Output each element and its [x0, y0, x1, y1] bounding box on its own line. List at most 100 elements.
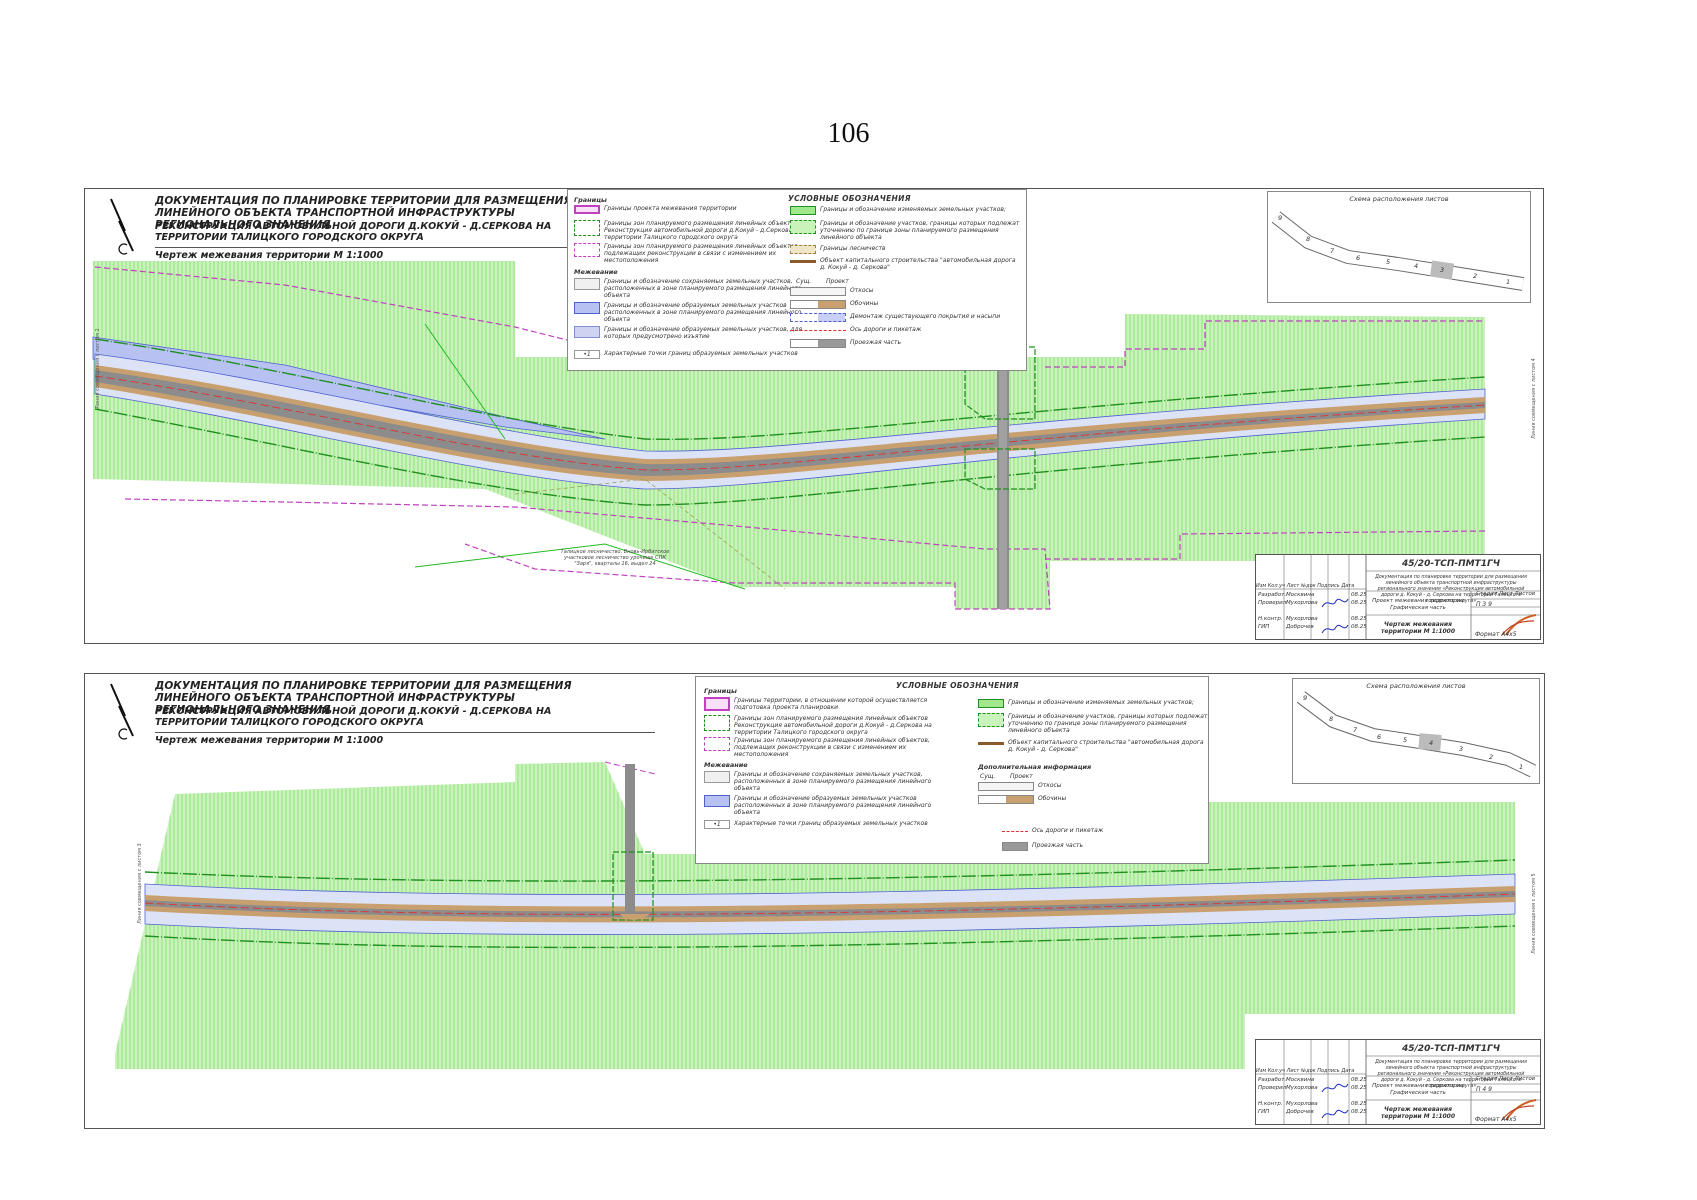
- north-arrow-icon: [110, 683, 134, 740]
- keymap-num: 3: [1459, 745, 1464, 753]
- legend-item: Границы и обозначение образуемых земельн…: [574, 302, 804, 323]
- legend-item: Ось дороги и пикетаж: [790, 326, 1050, 335]
- keymap-num: 4: [1429, 739, 1434, 747]
- keymap-num: 3: [1440, 266, 1445, 274]
- legend-panel: УСЛОВНЫЕ ОБОЗНАЧЕНИЯ Границы Границы про…: [567, 189, 1027, 371]
- legend-swatch: [574, 205, 600, 214]
- legend-label: Объект капитального строительства "автом…: [820, 257, 1016, 271]
- stage-values: П 4 9: [1476, 1086, 1492, 1093]
- legend-swatch: [790, 220, 816, 234]
- date: 08.25: [1351, 1085, 1367, 1091]
- role: [1258, 607, 1286, 615]
- keymap-num: 2: [1489, 753, 1494, 761]
- date: 08.25: [1351, 1109, 1367, 1115]
- legend-swatch: [978, 699, 1004, 708]
- title-block-names: Москвина Мухорлова Мухорлова Доброчев: [1286, 591, 1318, 631]
- keymap-strip: [1296, 691, 1537, 778]
- legend-group-borders: Границы: [574, 196, 607, 204]
- date: 08.25: [1351, 616, 1367, 622]
- signature-icon: [1321, 1083, 1349, 1093]
- legend-label: Границы и обозначение участков, границы …: [820, 220, 1020, 241]
- legend-label: Границы зон планируемого размещения лине…: [604, 243, 800, 264]
- legend-label: Обочины: [1038, 795, 1067, 802]
- legend-swatch: [978, 713, 1004, 727]
- legend-label: Границы и обозначение образуемых земельн…: [604, 302, 802, 323]
- document-title: ДОКУМЕНТАЦИЯ ПО ПЛАНИРОВКЕ ТЕРРИТОРИИ ДЛ…: [155, 680, 572, 716]
- legend-swatch: [704, 697, 730, 711]
- page-number: 106: [827, 118, 870, 149]
- forest-label: Талицкое лесничество, Вновь-Ирбитское уч…: [560, 549, 670, 567]
- title-block-dates: 08.25 08.25 08.25 08.25: [1351, 591, 1367, 631]
- road-zone: [94, 353, 1486, 490]
- name: Мухорлова: [1286, 1085, 1318, 1091]
- legend-label: Границы и обозначение изменяемых земельн…: [820, 206, 1006, 213]
- name: Мухорлова: [1286, 616, 1318, 622]
- name: [1286, 607, 1318, 615]
- sheet-section: Проект межевания территории Графическая …: [1372, 1083, 1464, 1096]
- territory-zone: [93, 261, 1485, 609]
- name: Доброчев: [1286, 1109, 1314, 1115]
- legend-swatch: [704, 795, 730, 807]
- legend-table-head-project: Проект: [826, 278, 849, 285]
- signature-icon: [1321, 1109, 1349, 1119]
- title-block: Изм Кол.уч Лист №док Подпись Дата 45/20-…: [1255, 554, 1541, 640]
- legend-label: Границы зон планируемого размещения лине…: [734, 715, 932, 736]
- legend-label: Границы и обозначение образуемых земельн…: [734, 795, 932, 816]
- title-block: Изм Кол.уч Лист №док Подпись Дата 45/20-…: [1255, 1039, 1541, 1125]
- object-title: РЕКОНСТРУКЦИЯ АВТОМОБИЛЬНОЙ ДОРОГИ Д.КОК…: [155, 706, 552, 728]
- legend-label: Границы и обозначение сохраняемых земель…: [734, 771, 932, 792]
- legend-swatch: [704, 737, 730, 751]
- legend-group-surveying: Межевание: [574, 268, 618, 276]
- document-title: ДОКУМЕНТАЦИЯ ПО ПЛАНИРОВКЕ ТЕРРИТОРИИ ДЛ…: [155, 195, 572, 231]
- svg-text:Линия совмещения с листом 2: Линия совмещения с листом 2: [95, 328, 101, 409]
- legend-label: Границы и обозначение сохраняемых земель…: [604, 278, 802, 299]
- carriageway: [145, 891, 1515, 918]
- legend-swatch: [704, 771, 730, 783]
- date: 08.25: [1351, 1077, 1367, 1083]
- date: [1351, 1092, 1367, 1100]
- svg-text:Линия совмещения с листом 5: Линия совмещения с листом 5: [1531, 873, 1537, 954]
- legend-item: Границы территории, в отношении которой …: [704, 697, 934, 711]
- legend-swatch: [790, 313, 846, 322]
- keymap-num: 1: [1506, 278, 1511, 286]
- title-block-roles: Разработ. Проверил Н.контр. ГИП: [1258, 591, 1286, 631]
- legend-label: Откосы: [1038, 782, 1062, 789]
- legend-swatch: [1002, 831, 1028, 836]
- keymap-num: 8: [1329, 715, 1334, 723]
- legend-label: Ось дороги и пикетаж: [1032, 827, 1104, 834]
- role: Проверил: [1258, 600, 1287, 606]
- legend-group-borders: Границы: [704, 687, 737, 695]
- sheet-layout-scheme: Схема расположения листов 9 8 7 6 5 4 3 …: [1267, 191, 1531, 303]
- document-description: Документация по планировке территории дл…: [1375, 1060, 1527, 1089]
- legend-item: Границы зон планируемого размещения лине…: [574, 220, 804, 241]
- name: Мухорлова: [1286, 600, 1318, 606]
- signature-icon: [1321, 624, 1349, 634]
- legend-swatch: [790, 260, 816, 265]
- date: 08.25: [1351, 624, 1367, 630]
- legend-label: Характерные точки границ образуемых земе…: [604, 350, 798, 357]
- legend-label: Ось дороги и пикетаж: [850, 326, 922, 333]
- drawing-sheet-1: Линия совмещения с листом 2 Линия совмещ…: [84, 188, 1544, 644]
- document-description: Документация по планировке территории дл…: [1375, 575, 1527, 604]
- role: ГИП: [1258, 1109, 1270, 1115]
- point-marker-icon: •1: [704, 820, 730, 829]
- legend-swatch: [574, 278, 600, 290]
- keymap-num: 9: [1303, 694, 1308, 702]
- keymap-num: 1: [1519, 763, 1524, 771]
- keymap-num: 4: [1414, 262, 1419, 270]
- legend-table-head-existing: Сущ.: [796, 278, 812, 285]
- legend-label: Откосы: [850, 287, 874, 294]
- legend-panel: УСЛОВНЫЕ ОБОЗНАЧЕНИЯ Границы Границы тер…: [695, 676, 1209, 864]
- object-title: РЕКОНСТРУКЦИЯ АВТОМОБИЛЬНОЙ ДОРОГИ Д.КОК…: [155, 221, 552, 243]
- legend-item: Границы и обозначение сохраняемых земель…: [704, 771, 934, 792]
- legend-item: Проезжая часть: [1002, 842, 1232, 851]
- role: Разработ.: [1258, 592, 1287, 598]
- legend-swatch: [574, 220, 600, 236]
- title-block-dates: 08.25 08.25 08.25 08.25: [1351, 1076, 1367, 1116]
- svg-text:Линия совмещения с листом 3: Линия совмещения с листом 3: [137, 843, 143, 924]
- legend-label: Границы и обозначение изменяемых земельн…: [1008, 699, 1194, 706]
- sheet-format: Формат А4х5: [1475, 631, 1517, 638]
- legend-item: Проезжая часть: [790, 339, 1050, 348]
- legend-table-head-existing: Сущ.: [980, 773, 996, 780]
